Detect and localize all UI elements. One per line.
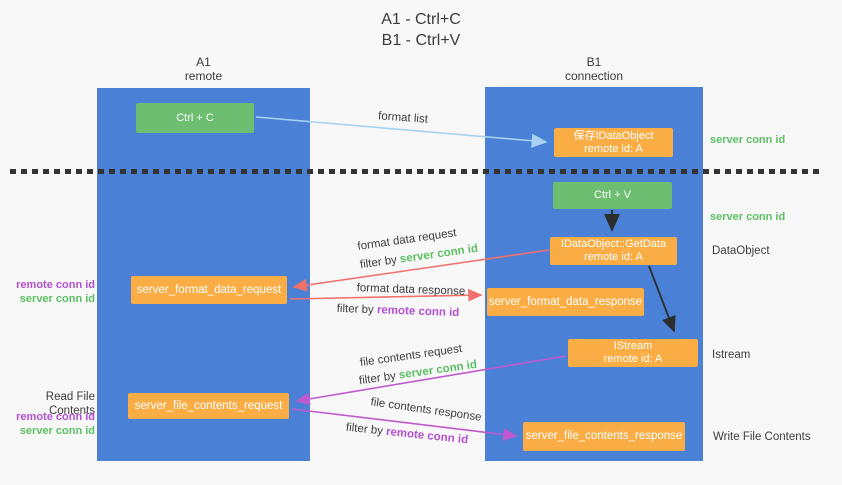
node-getdata-line2: remote id: A xyxy=(584,251,643,263)
node-istream-line2: remote id: A xyxy=(603,353,663,365)
node-format-request-label: server_format_data_request xyxy=(136,283,282,296)
remote-conn-id-text: remote conn id xyxy=(376,304,460,320)
node-save-idataobject-line1: 保存IDataObject xyxy=(573,129,654,142)
diagram-title: A1 - Ctrl+C B1 - Ctrl+V xyxy=(0,9,842,51)
node-ctrl-c-label: Ctrl + C xyxy=(176,111,214,124)
title-line-1: A1 - Ctrl+C xyxy=(381,11,461,28)
flow-label-filter-remote-2: filter by remote conn id xyxy=(345,422,468,447)
istream-label: Istream xyxy=(712,349,751,361)
node-idataobject-getdata: IDataObject::GetData remote id: A xyxy=(550,237,677,265)
lane-header-a1: A1 remote xyxy=(97,55,310,83)
left-labels-file-group: remote conn id server conn id xyxy=(0,410,95,438)
lane-a1-subtitle: remote xyxy=(184,69,223,83)
remote-conn-id-label: remote conn id xyxy=(16,411,95,423)
write-file-contents-label: Write File Contents xyxy=(713,431,811,443)
read-file-contents-label: Read File Contents xyxy=(45,391,95,417)
node-istream: IStream remote id: A xyxy=(568,339,698,367)
node-getdata-line1: IDataObject::GetData xyxy=(560,238,667,250)
title-line-2: B1 - Ctrl+V xyxy=(381,32,461,49)
node-server-file-contents-response: server_file_contents_response xyxy=(523,422,685,451)
dotted-separator-line xyxy=(10,169,823,174)
dataobject-label: DataObject xyxy=(712,245,770,257)
node-istream-line1: IStream xyxy=(613,340,653,352)
node-ctrl-v-label: Ctrl + V xyxy=(594,189,631,201)
server-conn-id-label-mid: server conn id xyxy=(710,211,786,223)
lane-a1-title: A1 xyxy=(196,55,211,69)
node-server-format-data-response: server_format_data_response xyxy=(487,288,644,316)
node-save-idataobject: 保存IDataObject remote id: A xyxy=(554,128,673,157)
node-ctrl-c: Ctrl + C xyxy=(136,103,254,133)
left-labels-format-group: remote conn id server conn id xyxy=(0,278,95,306)
node-file-request-label: server_file_contents_request xyxy=(134,399,283,412)
server-conn-id-label: server conn id xyxy=(19,425,95,437)
flow-label-format-list: format list xyxy=(377,110,429,126)
flow-label-file-contents-response: file contents response xyxy=(369,396,483,424)
lane-header-b1: B1 connection xyxy=(485,55,703,83)
read-file-contents-label-wrap: Read File Contents xyxy=(0,390,95,418)
flow-label-filter-remote-1: filter by remote conn id xyxy=(336,303,459,319)
filter-by-text: filter by xyxy=(359,253,401,272)
flow-label-format-data-response: format data response xyxy=(356,282,466,298)
node-server-file-contents-request: server_file_contents_request xyxy=(128,393,289,419)
server-conn-id-text: server conn id xyxy=(399,242,479,266)
filter-by-text: filter by xyxy=(345,421,387,438)
server-conn-id-text: server conn id xyxy=(398,358,478,382)
node-save-idataobject-line2: remote id: A xyxy=(584,142,643,155)
remote-conn-id-label: remote conn id xyxy=(16,279,95,291)
node-ctrl-v: Ctrl + V xyxy=(553,182,672,209)
lane-b1-subtitle: connection xyxy=(564,69,624,83)
node-format-response-label: server_format_data_response xyxy=(488,295,643,308)
lane-b1-title: B1 xyxy=(586,55,602,69)
remote-conn-id-text: remote conn id xyxy=(385,425,469,447)
server-conn-id-label-top: server conn id xyxy=(710,134,786,146)
filter-by-text: filter by xyxy=(358,369,400,388)
filter-by-text: filter by xyxy=(336,302,378,317)
node-file-response-label: server_file_contents_response xyxy=(525,430,683,442)
server-conn-id-label: server conn id xyxy=(19,293,95,305)
node-server-format-data-request: server_format_data_request xyxy=(131,276,287,304)
